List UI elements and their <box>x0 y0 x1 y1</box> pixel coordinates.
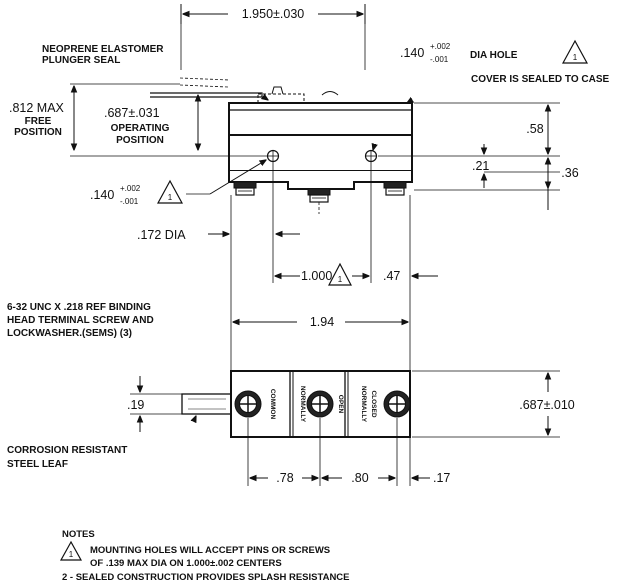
offset-17-label: .17 <box>433 471 450 485</box>
operating-position-line1: .687±.031 <box>104 106 160 120</box>
right-dims: .58 .21 .36 <box>378 102 579 210</box>
steel-leaf-line1: CORROSION RESISTANT <box>7 445 127 456</box>
terminal-screw-open-icon <box>306 390 334 418</box>
callout-terminal-screw: 6-32 UNC X .218 REF BINDING HEAD TERMINA… <box>7 302 240 392</box>
hole-left-tol-plus: +.002 <box>120 184 141 193</box>
spacing-80-label: .80 <box>351 471 368 485</box>
callout-cover-sealed: COVER IS SEALED TO CASE <box>407 74 610 103</box>
terminal-common-label: COMMON <box>269 389 276 420</box>
note-ref-triangle-icon <box>156 179 184 204</box>
terminal-screw-line1: 6-32 UNC X .218 REF BINDING <box>7 302 151 313</box>
cover-sealed-label: COVER IS SEALED TO CASE <box>471 74 610 85</box>
note-ref-triangle-icon <box>328 262 352 286</box>
note1-marker: 1 <box>69 550 74 559</box>
bottom-height-dim: .687±.010 <box>412 370 575 438</box>
dim-overall-width: 1.950±.030 <box>180 4 366 24</box>
terminal-screw-closed-icon <box>383 390 411 418</box>
dia-172-dim: .172 DIA <box>137 228 300 242</box>
hole-left-note-ref: 1 <box>168 193 173 202</box>
terminal-screw-line2: HEAD TERMINAL SCREW AND <box>7 315 154 326</box>
plunger-seal-line1: NEOPRENE ELASTOMER <box>42 44 164 55</box>
mounting-hole-right-icon <box>364 149 378 163</box>
overall-width-label: 1.950±.030 <box>242 7 305 21</box>
note1-line2: OF .139 MAX DIA ON 1.000±.002 CENTERS <box>90 558 282 569</box>
plunger-seal-line2: PLUNGER SEAL <box>42 55 120 66</box>
terminal-screw-side-center-icon <box>307 188 331 203</box>
terminal-screw-line3: LOCKWASHER.(SEMS) (3) <box>7 328 132 339</box>
callout-hole-left: .140 +.002 -.001 1 <box>90 160 266 206</box>
bottom-width-label: 1.94 <box>310 315 334 329</box>
terminal-closed-label-2: CLOSED <box>370 390 377 417</box>
notes-block: NOTES 1 MOUNTING HOLES WILL ACCEPT PINS … <box>59 529 350 583</box>
extension-lines <box>180 24 411 318</box>
callout-steel-leaf: CORROSION RESISTANT STEEL LEAF <box>7 416 196 470</box>
height-58-label: .58 <box>526 122 543 136</box>
operating-position-dim: .687±.031 OPERATING POSITION <box>70 95 267 157</box>
terminal-screw-side-left-icon <box>233 181 257 196</box>
hole-spacing-dim: 1.000 1 .47 <box>275 262 438 286</box>
hole-top-tol-plus: +.002 <box>430 42 451 51</box>
callout-plunger-seal: NEOPRENE ELASTOMER PLUNGER SEAL <box>42 44 268 100</box>
callout-hole-top: .140 +.002 -.001 DIA HOLE 1 <box>373 39 589 150</box>
leaf-19-dim: .19 <box>127 376 182 432</box>
note-ref-triangle-icon <box>561 39 589 64</box>
operating-position-line3: POSITION <box>116 135 164 146</box>
height-36-label: .36 <box>561 166 578 180</box>
hole-top-suffix: DIA HOLE <box>470 50 518 61</box>
hole-left-value: .140 <box>90 188 114 202</box>
hole-left-tol-minus: -.001 <box>120 197 139 206</box>
free-position-dim: .812 MAX FREE POSITION <box>9 83 180 150</box>
height-21-label: .21 <box>472 159 489 173</box>
terminal-open-label-2: OPEN <box>337 395 344 414</box>
bottom-spacing-dims: .78 .80 .17 <box>247 418 450 486</box>
operating-position-line2: OPERATING <box>111 123 170 134</box>
notes-title: NOTES <box>62 529 95 540</box>
hole-top-value: .140 <box>400 46 424 60</box>
mounting-hole-left-icon <box>266 149 280 163</box>
hole-top-tol-minus: -.001 <box>430 55 449 64</box>
terminal-closed-label-1: NORMALLY <box>360 386 367 423</box>
leaf-19-label: .19 <box>127 398 144 412</box>
hole-spacing-ref: 1 <box>338 275 343 284</box>
steel-leaf-line2: STEEL LEAF <box>7 459 68 470</box>
note2: 2 - SEALED CONSTRUCTION PROVIDES SPLASH … <box>62 572 350 583</box>
offset-47-label: .47 <box>383 269 400 283</box>
free-position-line1: .812 MAX <box>9 101 65 115</box>
side-view <box>150 77 413 203</box>
free-position-line3: POSITION <box>14 127 62 138</box>
terminal-open-label-1: NORMALLY <box>299 386 306 423</box>
hole-spacing-label: 1.000 <box>301 269 332 283</box>
terminal-screw-side-right-icon <box>383 181 407 196</box>
dia-172-label: .172 DIA <box>137 228 186 242</box>
spacing-78-label: .78 <box>276 471 293 485</box>
terminal-screw-common-icon <box>234 390 262 418</box>
note1-line1: MOUNTING HOLES WILL ACCEPT PINS OR SCREW… <box>90 545 330 556</box>
free-position-line2: FREE <box>25 116 52 127</box>
bottom-view: COMMON NORMALLY OPEN NORMALLY CLOSED <box>181 370 411 438</box>
bottom-width-dim: 1.94 <box>230 315 411 370</box>
bottom-height-label: .687±.010 <box>519 398 575 412</box>
note-ref-triangle-icon <box>59 540 83 561</box>
hole-top-note-ref: 1 <box>573 53 578 62</box>
